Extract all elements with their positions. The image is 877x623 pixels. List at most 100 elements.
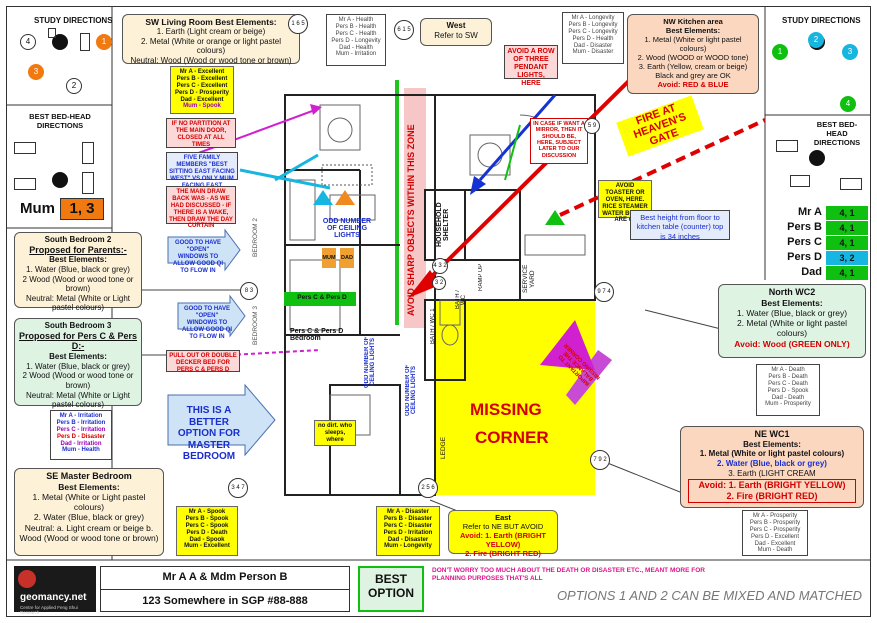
compass-mark: 5 9 xyxy=(584,118,600,134)
bedhead-right-title: BEST BED-HEAD DIRECTIONS xyxy=(813,120,861,147)
note-toaster: AVOID TOASTER OR OVEN, HERE. RICE STEAME… xyxy=(598,180,652,223)
legend-spook-l1: Mr A - Spook xyxy=(188,509,226,515)
bed-icon xyxy=(82,172,94,194)
legend-top-l5: Dad - Health xyxy=(339,44,373,51)
brand-logo: geomancy.net Centre for Applied Feng Shu… xyxy=(14,566,96,615)
client-name: Mr A A & Mdm Person B xyxy=(162,571,288,583)
note-missing: MISSING xyxy=(470,400,542,419)
kitchen-l1: 1. Metal (White or light pastel colours) xyxy=(644,35,742,53)
legend-disaster-l2: Pers B - Disaster xyxy=(383,515,433,522)
legend-death-l2: Pers B - Death xyxy=(768,373,808,380)
legend-longevity: Mr A - Longevity Pers B - Longevity Pers… xyxy=(562,12,624,64)
bedhead-row-name: Pers C xyxy=(787,236,822,248)
legend-tr-l2: Pers B - Longevity xyxy=(568,21,618,28)
se-master-title: SE Master Bedroom xyxy=(46,471,132,481)
bedhead-row: Dad 4, 1 xyxy=(772,266,868,280)
client-divider xyxy=(101,589,349,590)
room-pcpd-bar: Pers C & Pers D xyxy=(297,294,347,301)
west-panel: West Refer to SW xyxy=(420,18,492,46)
chair-icon xyxy=(48,28,56,38)
kitchen-l3: 3. Earth (Yellow, cream or beige) xyxy=(638,62,748,71)
south-bed2-l2: 2 Wood (Wood or wood tone or brown) xyxy=(22,274,134,294)
legend-tr-l3: Pers C - Longevity xyxy=(568,28,618,35)
east-panel: East Refer to NE BUT AVOID Avoid: 1. Ear… xyxy=(448,510,558,558)
bedhead-row-name: Mr A xyxy=(797,206,822,218)
room-bath-wc: BATH / WC xyxy=(455,290,467,310)
south-bed3-l2: 2 Wood (Wood or wood tone or brown) xyxy=(22,371,134,390)
west-l2: Refer to SW xyxy=(434,30,478,40)
compass-mark-living: 1 6 5 xyxy=(288,14,308,34)
legend-prosperity-l6: Mum - Death xyxy=(757,547,793,554)
bedhead-row-value: 3, 2 xyxy=(826,251,868,265)
kitchen-l4: Black and grey are OK xyxy=(655,71,731,80)
bedhead-right-table: Mr A 4, 1 Pers B 4, 1 Pers C 4, 1 Pers D… xyxy=(772,206,868,280)
legend-tr-l6: Mum - Disaster xyxy=(572,49,614,56)
ne-wc1-l3: 3. Earth (LIGHT CREAM xyxy=(728,468,816,478)
ne-wc1-title: NE WC1 xyxy=(754,429,790,439)
se-master-l1: 1. Metal (White or Light pastel colours) xyxy=(32,491,146,513)
compass-mark: 7 9 2 xyxy=(590,450,610,470)
excellent-l3: Pers C - Excellent xyxy=(176,82,228,89)
legend-prosperity-l2: Pers B - Prosperity xyxy=(749,519,801,526)
legend-left-l1: Mr A - Irritation xyxy=(59,413,103,419)
compass-mark: 3 2 xyxy=(432,276,446,290)
east-l3: Avoid: 1. Earth (BRIGHT YELLOW) xyxy=(460,531,546,549)
legend-health: Mr A - Health Pers B - Health Pers C - H… xyxy=(326,14,386,66)
study-left-n2: 2 xyxy=(66,78,82,94)
west-l1: West xyxy=(446,21,466,30)
legend-prosperity-l4: Pers D - Excellent xyxy=(750,533,799,540)
south-bed2-proposed: Proposed for Parents:- xyxy=(29,244,127,255)
study-right-n4: 4 xyxy=(840,96,856,112)
bed-icon xyxy=(790,175,810,187)
bedhead-row-name: Pers D xyxy=(787,251,822,263)
north-wc2-avoid: Avoid: Wood (GREEN ONLY) xyxy=(734,338,850,349)
legend-left-l4: Pers D - Disaster xyxy=(56,433,106,440)
bed-icon xyxy=(82,142,94,164)
legend-spook-l6: Mum - Excellent xyxy=(184,543,230,550)
legend-disaster-l1: Mr A - Disaster xyxy=(387,509,429,515)
room-bath-wc1: BATH / WC 1 xyxy=(430,308,436,344)
compass-mark: 4 3 2 xyxy=(432,258,448,274)
se-master-bedroom-panel: SE Master Bedroom Best Elements: 1. Meta… xyxy=(14,468,164,556)
south-bed3-proposed: Proposed for Pers C & Pers D:- xyxy=(18,330,138,352)
bed-icon xyxy=(14,142,36,154)
compass-mark: 3 4 7 xyxy=(228,478,248,498)
ne-wc1-sub: Best Elements: xyxy=(743,439,801,449)
footer-options: OPTIONS 1 AND 2 CAN BE MIXED AND MATCHED xyxy=(556,588,862,603)
legend-prosperity: Mr A - Prosperity Pers B - Prosperity Pe… xyxy=(742,510,808,556)
legend-spook-l2: Pers B - Spook xyxy=(185,515,229,522)
south-bed3-l3: Neutral: Metal (White or Light pastel co… xyxy=(25,390,131,410)
bedhead-left-title: BEST BED-HEAD DIRECTIONS xyxy=(29,112,91,130)
page-frame xyxy=(6,6,871,617)
legend-top-l1: Mr A - Health xyxy=(338,17,374,23)
north-wc2-panel: North WC2 Best Elements: 1. Water (Blue,… xyxy=(718,284,866,358)
legend-excellent: Mr A - Excellent Pers B - Excellent Pers… xyxy=(170,66,234,114)
excellent-l2: Pers B - Excellent xyxy=(176,75,228,82)
compass-mark: 8 3 xyxy=(240,282,258,300)
bedhead-row-value: 4, 1 xyxy=(826,221,868,235)
bedhead-row: Mr A 4, 1 xyxy=(772,206,868,220)
legend-top-l6: Mum - Irritation xyxy=(335,51,377,58)
bed-icon xyxy=(14,178,36,190)
legend-death-l4: Pers D - Spook xyxy=(767,387,809,394)
east-l2: Refer to NE BUT AVOID xyxy=(462,522,544,531)
legend-death-l3: Pers C - Death xyxy=(768,380,808,387)
bedhead-row-name: Dad xyxy=(801,266,822,278)
room-dad-bed: DAD xyxy=(340,248,354,268)
bedhead-left-value: 1, 3 xyxy=(60,198,104,220)
excellent-l5: Dad - Excellent xyxy=(180,96,224,103)
legend-disaster-l6: Mum - Longevity xyxy=(384,543,432,550)
desk-icon xyxy=(80,33,90,51)
room-bedroom-2: BEDROOM 2 xyxy=(252,217,259,257)
client-address: 123 Somewhere in SGP #88-888 xyxy=(142,595,308,607)
legend-top-l2: Pers B - Health xyxy=(335,23,377,30)
note-table-height: Best height from floor to kitchen table … xyxy=(630,210,730,241)
south-bed2-l1: 1. Water (Blue, black or grey) xyxy=(26,264,130,274)
compass-mark: 2 5 6 xyxy=(418,478,438,498)
note-pullout: PULL OUT OR DOUBLE DECKER BED FOR PERS C… xyxy=(166,350,240,373)
note-partition: IF NO PARTITION AT THE MAIN DOOR, CLOSED… xyxy=(166,118,236,148)
kitchen-title: NW Kitchen area xyxy=(663,17,723,26)
bed-icon xyxy=(840,178,862,190)
legend-prosperity-l3: Pers C - Prosperity xyxy=(749,526,801,533)
kitchen-sub: Best Elements: xyxy=(665,26,721,35)
